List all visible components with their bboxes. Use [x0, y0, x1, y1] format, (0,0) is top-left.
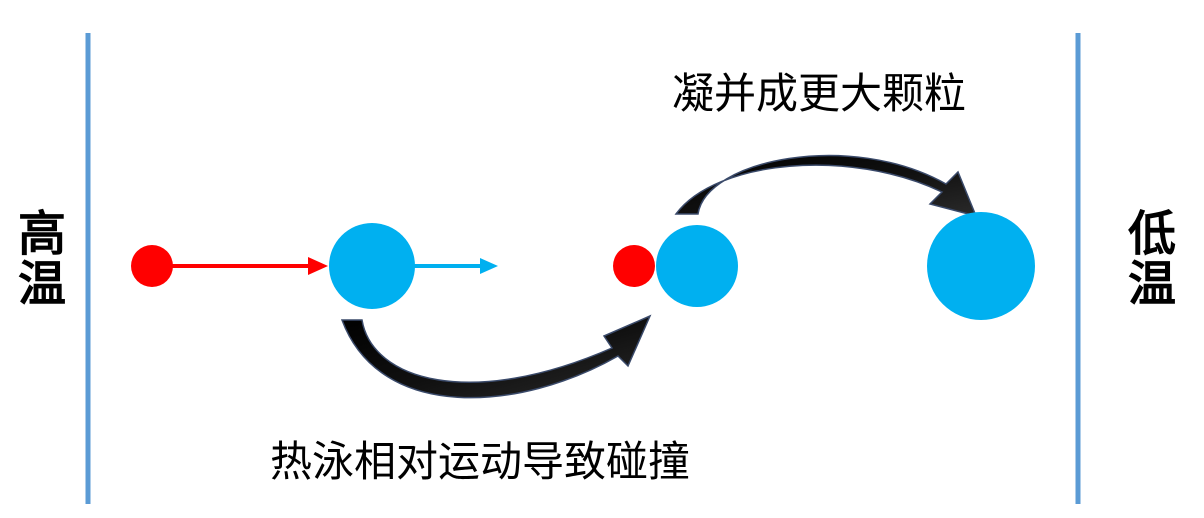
large-particle-left — [329, 223, 415, 309]
collision-curved-arrow — [340, 314, 652, 399]
small-particle-middle — [613, 245, 655, 287]
coagulation-curved-arrow — [674, 154, 978, 218]
coagulation-caption: 凝并成更大颗粒 — [672, 69, 967, 118]
small-particle-velocity-arrowhead — [308, 257, 328, 275]
small-particle-left — [131, 245, 173, 287]
large-particle-middle — [656, 225, 738, 307]
high-temperature-label: 高温 — [9, 208, 65, 308]
large-particle-velocity-arrowhead — [480, 258, 498, 274]
coagulated-particle — [927, 212, 1035, 320]
low-temperature-label: 低温 — [1119, 208, 1175, 308]
thermophoresis-collision-caption: 热泳相对运动导致碰撞 — [270, 437, 691, 486]
